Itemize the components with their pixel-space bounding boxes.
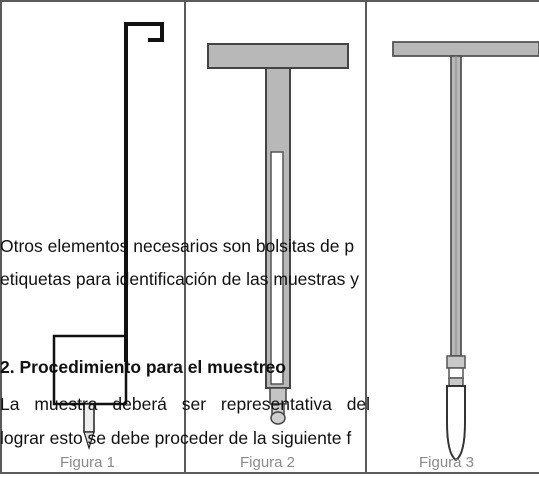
section-heading: 2. Procedimiento para el muestreo (0, 357, 286, 377)
paragraph-line-3: La muestra deberá ser representativa del (0, 394, 371, 414)
paragraph-line-1: Otros elementos necesarios son bolsitas … (0, 236, 355, 256)
sampling-probe-1-illustration (52, 22, 164, 451)
figure-2-caption: Figura 2 (240, 454, 296, 471)
figure-3-caption: Figura 3 (419, 454, 475, 471)
paragraph-line-2: etiquetas para identificación de las mue… (0, 269, 359, 289)
paragraph-line-4: lograr esto se debe proceder de la sigui… (0, 428, 352, 448)
figure-1-caption: Figura 1 (60, 454, 116, 471)
sampling-probe-3-illustration (392, 41, 539, 462)
figure-2-frame: Figura 2 (184, 0, 369, 474)
sampling-probe-2-illustration (207, 43, 349, 425)
figure-1-frame: Figura 1 (0, 0, 188, 474)
figure-3-frame: Figura 3 (365, 0, 539, 474)
